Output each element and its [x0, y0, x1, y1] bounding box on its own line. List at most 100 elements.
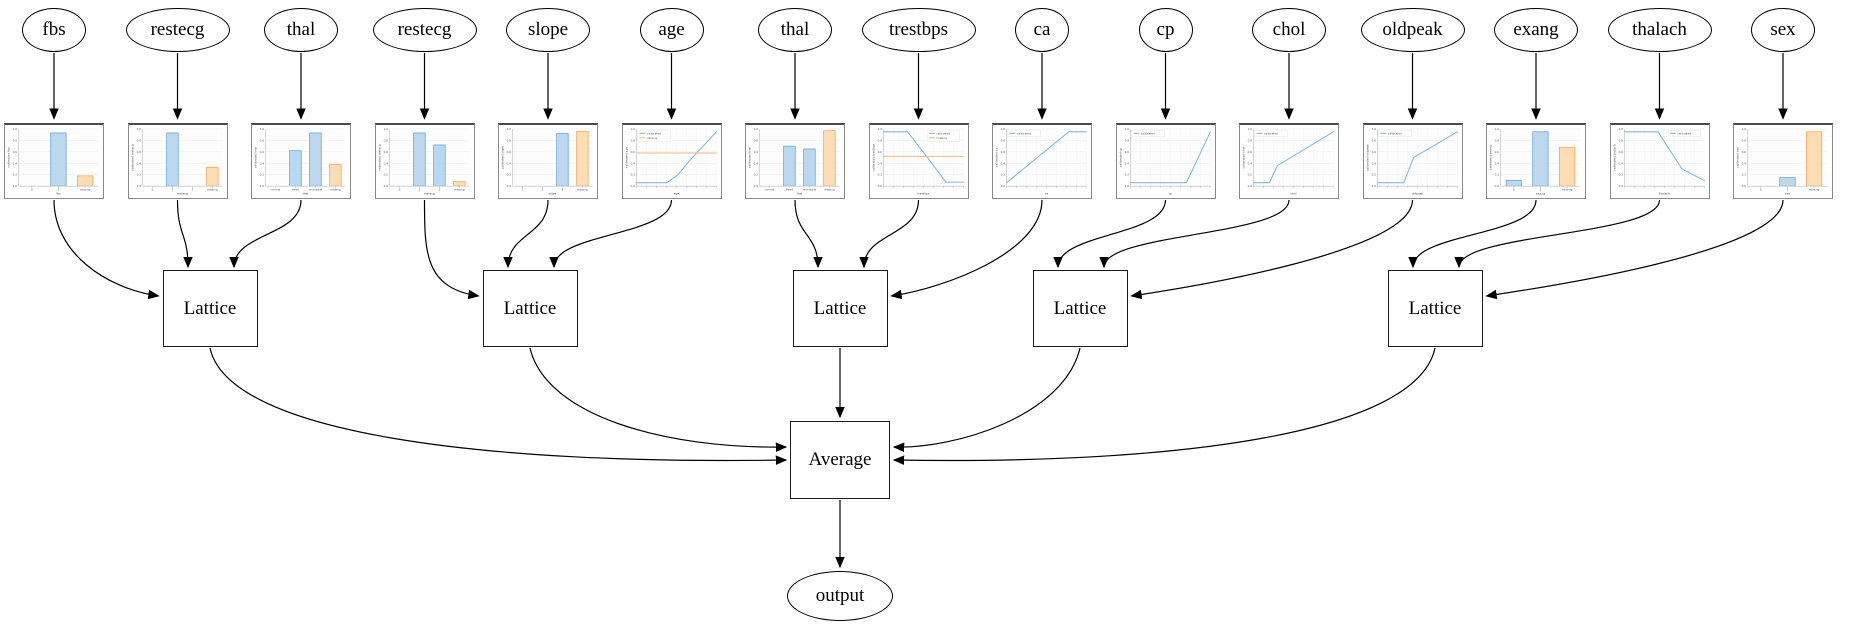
x-tick-label: missing [577, 188, 588, 192]
edge-chart-13-to-lattice-4 [1454, 199, 1661, 269]
y-tick-label: 0.0 [507, 184, 512, 188]
feature-node-sex-14: sex [1751, 8, 1815, 52]
y-tick-label: 0.0 [1248, 184, 1253, 188]
y-tick-label: 0.6 [1248, 150, 1253, 154]
feature-node-oldpeak-11: oldpeak [1360, 8, 1465, 52]
y-tick-label: 0.8 [383, 138, 388, 142]
y-tick-label: 0.8 [1248, 138, 1253, 142]
y-tick-label: 0.8 [877, 138, 882, 142]
x-tick-label: normal [271, 188, 281, 192]
y-tick-label: 0.2 [1495, 173, 1500, 177]
y-axis-label: calibrated exang [1489, 145, 1493, 170]
y-tick-label: 0.0 [383, 184, 388, 188]
x-axis-label: exang [1536, 191, 1545, 195]
feature-node-cp-9: cp [1138, 8, 1193, 52]
y-tick-label: 0.4 [507, 161, 512, 165]
y-tick-label: 0.8 [1001, 138, 1006, 142]
feature-node-trestbps-7: trestbps [861, 8, 976, 52]
x-axis-label: age [673, 191, 679, 195]
feature-node-thal-2: thal [264, 8, 338, 52]
y-tick-label: 0.0 [260, 184, 265, 188]
y-tick-label: 0.4 [630, 161, 635, 165]
lattice-node-3: Lattice [1032, 270, 1128, 347]
y-tick-label: 0.6 [1124, 150, 1129, 154]
y-tick-label: 0.6 [1742, 150, 1747, 154]
series-line-calibrated [1129, 131, 1211, 184]
bar-orange [452, 181, 466, 187]
output-label: output [815, 585, 865, 606]
y-tick-label: 0.8 [260, 138, 265, 142]
edge-chart-0-to-lattice-0 [53, 199, 160, 300]
y-tick-label: 0.4 [1618, 161, 1623, 165]
feature-label: thal [780, 19, 810, 40]
y-tick-label: 0.0 [1618, 184, 1623, 188]
y-tick-label: 1.0 [507, 127, 512, 131]
y-axis-label: calibrated chol [1242, 146, 1246, 168]
output-node: output [787, 571, 893, 621]
edge-chart-6-to-lattice-2 [794, 199, 823, 269]
x-tick-label: 1 [1787, 188, 1789, 192]
x-axis-label: cp [1168, 191, 1172, 195]
bar-blue [432, 144, 446, 187]
edge-chart-9-to-lattice-3 [1053, 199, 1167, 269]
y-tick-label: 0.6 [1495, 150, 1500, 154]
lattice-label: Lattice [813, 297, 867, 319]
y-tick-label: 0.0 [1001, 184, 1006, 188]
bar-blue [412, 132, 426, 187]
y-tick-label: 1.0 [754, 127, 759, 131]
y-tick-label: 0.4 [877, 161, 882, 165]
y-tick-label: 1.0 [1742, 127, 1747, 131]
y-tick-label: 0.2 [630, 173, 635, 177]
feature-node-thal-6: thal [758, 8, 832, 52]
y-tick-label: 1.0 [877, 127, 882, 131]
feature-node-age-5: age [639, 8, 704, 52]
x-tick-label: missing [454, 188, 465, 192]
y-tick-label: 1.0 [1001, 127, 1006, 131]
x-axis-label: thal [303, 191, 309, 195]
y-axis-label: calibrated restecg [130, 144, 134, 171]
y-axis-label: calibrated thal [254, 147, 258, 168]
y-tick-label: 0.4 [1371, 161, 1376, 165]
x-tick-label: missing [1562, 188, 1573, 192]
y-tick-label: 0.6 [1618, 150, 1623, 154]
x-tick-label: 1 [1540, 188, 1542, 192]
bar-blue [1532, 131, 1549, 187]
feature-node-ca-8: ca [1015, 8, 1069, 52]
feature-label: sex [1770, 19, 1796, 40]
y-tick-label: 0.4 [1495, 161, 1500, 165]
y-tick-label: 0.8 [507, 138, 512, 142]
series-line-calibrated [1623, 131, 1705, 181]
feature-node-restecg-1: restecg [125, 8, 230, 52]
lattice-label: Lattice [503, 297, 557, 319]
y-tick-label: 0.6 [260, 150, 265, 154]
y-tick-label: 0.2 [1001, 173, 1006, 177]
y-tick-label: 0.4 [754, 161, 759, 165]
edge-chart-5-to-lattice-1 [549, 199, 673, 269]
bar-blue [1779, 177, 1796, 187]
bar-blue [289, 150, 302, 187]
y-tick-label: 0.8 [136, 138, 141, 142]
y-tick-label: 0.4 [1742, 161, 1747, 165]
bar-blue [50, 132, 67, 187]
y-tick-label: 0.4 [260, 161, 265, 165]
bar-orange [823, 130, 836, 187]
x-tick-label: missing [824, 188, 835, 192]
edge-chart-3-to-lattice-1 [423, 199, 480, 300]
lattice-node-2: Lattice [792, 270, 888, 347]
bar-blue [165, 132, 179, 187]
edge-chart-2-to-lattice-0 [229, 199, 302, 269]
y-tick-label: 1.0 [1248, 127, 1253, 131]
y-tick-label: 0.2 [13, 173, 18, 177]
